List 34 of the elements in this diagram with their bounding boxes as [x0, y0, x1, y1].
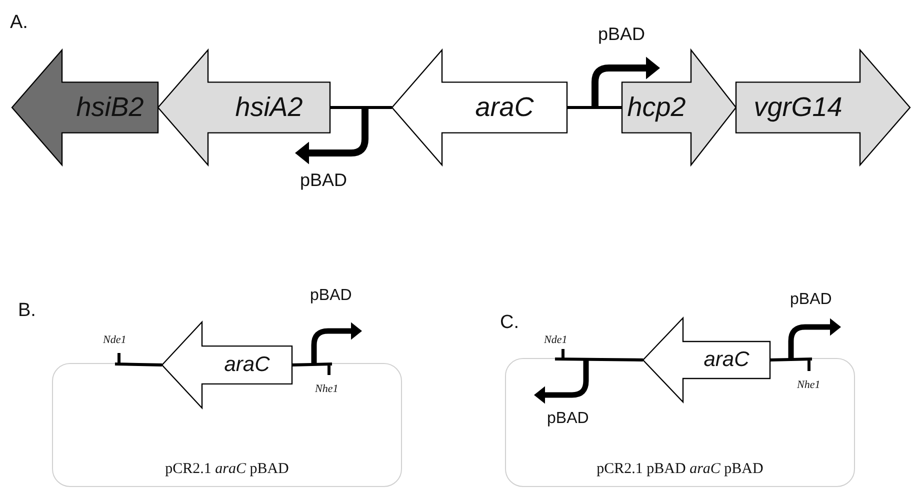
dna-line — [290, 362, 334, 376]
promoter-label: pBAD — [547, 410, 589, 428]
gene-arrow — [622, 50, 736, 165]
promoter-label: pBAD — [300, 170, 348, 191]
gene-arrow — [392, 50, 567, 165]
gene-arrow — [158, 50, 330, 165]
restriction-site-label: Nhe1 — [797, 379, 820, 391]
gene-name: araC — [475, 92, 534, 123]
dna-line — [768, 358, 814, 372]
dna-line — [554, 348, 644, 362]
restriction-site-label: Nde1 — [103, 334, 126, 346]
panel-letter: B. — [18, 300, 36, 322]
gene-name: araC — [224, 353, 270, 377]
dna-line — [567, 106, 622, 109]
gene-arrow — [643, 318, 770, 402]
plasmid-name: pCR2.1 pBAD araC pBAD — [596, 461, 764, 478]
restriction-site-label: Nhe1 — [315, 383, 338, 395]
gene-arrow — [162, 322, 292, 408]
panel-letter: A. — [10, 12, 28, 34]
promoter-label: pBAD — [790, 291, 832, 309]
gene-name: hcp2 — [627, 92, 686, 123]
gene-name: hsiB2 — [76, 92, 144, 123]
panel-letter: C. — [500, 312, 519, 334]
gene-name: araC — [704, 348, 750, 372]
promoter-label: pBAD — [310, 287, 352, 305]
promoter-label: pBAD — [598, 24, 646, 45]
gene-arrow — [12, 50, 158, 165]
gene-name: vgrG14 — [754, 92, 842, 123]
dna-line — [114, 352, 164, 366]
dna-line — [330, 106, 392, 109]
restriction-site-label: Nde1 — [544, 334, 568, 346]
gene-arrow — [736, 50, 910, 165]
plasmid-name: pCR2.1 araC pBAD — [165, 461, 289, 478]
gene-name: hsiA2 — [235, 92, 303, 123]
